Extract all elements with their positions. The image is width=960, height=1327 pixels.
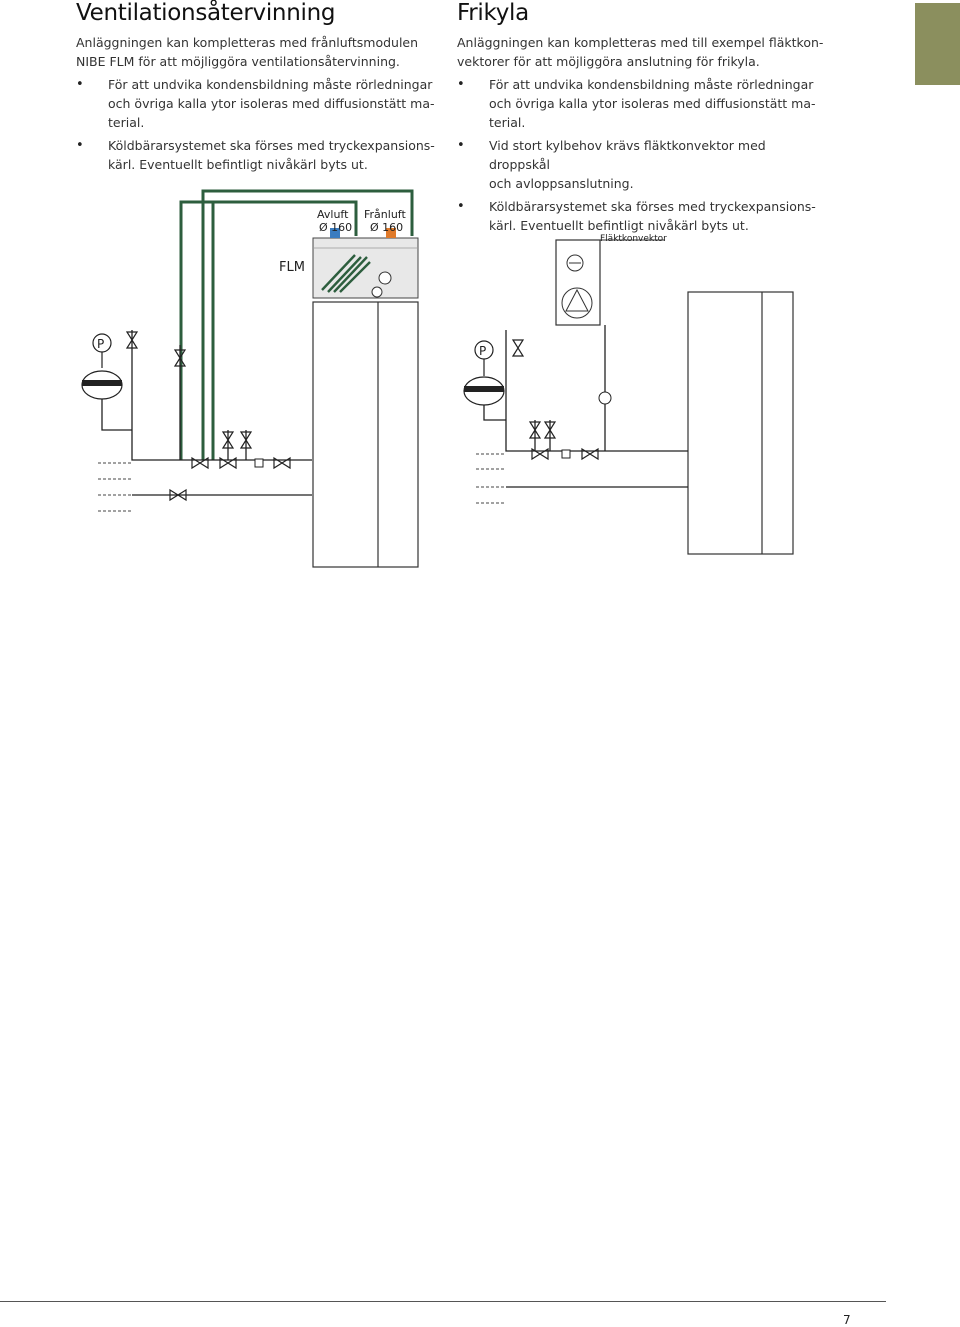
left-bullet-1: För att undvika kondensbildning måste rö… <box>76 75 436 132</box>
flm-label: FLM <box>279 260 305 275</box>
right-bullet-3: Köldbärarsystemet ska förses med tryckex… <box>457 197 827 235</box>
franluft-label: Frånluft <box>364 208 406 221</box>
avluft-dim: Ø 160 <box>319 221 352 234</box>
right-diagram: Fläktkonvektor P <box>463 234 794 555</box>
flm-fan-icon <box>378 271 392 285</box>
footer-rule <box>0 1301 886 1302</box>
section-title-frikyla: Frikyla <box>457 0 529 26</box>
fan-convector-label: Fläktkonvektor <box>600 234 667 244</box>
filter-icon <box>561 449 571 459</box>
heat-pump-cabinet <box>312 301 419 568</box>
right-bullet-1: För att undvika kondensbildning måste rö… <box>457 75 827 132</box>
exhaust-air-connector <box>330 228 340 238</box>
circulation-pump-icon <box>598 391 612 405</box>
section-title-ventilation: Ventilationsåtervinning <box>76 0 336 26</box>
dashed-connections-right <box>476 453 506 504</box>
right-bullet-2: Vid stort kylbehov krävs fläktkonvektor … <box>457 136 827 193</box>
left-bullets: För att undvika kondensbildning måste rö… <box>76 75 436 174</box>
left-bullet-2: Köldbärarsystemet ska förses med tryckex… <box>76 136 436 174</box>
flm-pump-icon <box>371 286 383 298</box>
left-diagram: Avluft Ø 160 Frånluft Ø 160 FLM P <box>81 189 419 568</box>
safety-valve-icon <box>512 339 524 357</box>
extract-air-connector <box>386 228 396 238</box>
filter-icon <box>254 458 264 468</box>
dashed-connections-left <box>98 462 132 512</box>
heat-pump-cabinet-right <box>687 291 794 555</box>
pressure-symbol-left: P <box>97 337 104 351</box>
right-black-pipes <box>483 325 688 488</box>
right-column: Frikyla Anläggningen kan kompletteras me… <box>457 0 827 235</box>
page-number: 7 <box>843 1313 851 1327</box>
convector-pump-icon <box>561 287 593 319</box>
right-intro: Anläggningen kan kompletteras med till e… <box>457 35 824 69</box>
left-column: Ventilationsåtervinning Anläggningen kan… <box>76 0 436 174</box>
schematic-diagrams: Avluft Ø 160 Frånluft Ø 160 FLM P <box>81 189 794 568</box>
avluft-label: Avluft <box>317 208 349 221</box>
right-bullets: För att undvika kondensbildning måste rö… <box>457 75 827 235</box>
flm-heat-exchanger <box>321 254 371 293</box>
left-intro: Anläggningen kan kompletteras med frånlu… <box>76 35 419 69</box>
section-tab <box>915 3 960 85</box>
left-black-pipes <box>101 330 312 496</box>
franluft-dim: Ø 160 <box>370 221 403 234</box>
pressure-symbol-right: P <box>479 344 486 358</box>
